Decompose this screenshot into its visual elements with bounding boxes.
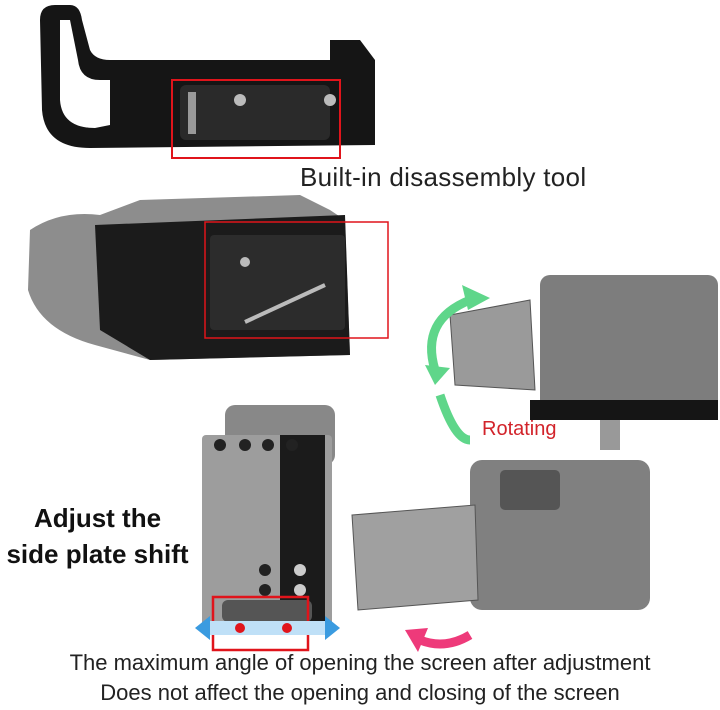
caption-disassembly-tool: Built-in disassembly tool	[300, 162, 587, 192]
open-arrow-icon	[405, 628, 473, 652]
camera-open-screen-photo	[351, 460, 650, 611]
caption-rotating: Rotating	[482, 418, 557, 440]
tool-highlight-box	[171, 79, 341, 159]
l-bracket-photo	[40, 5, 375, 148]
tool-in-use-highlight-box	[204, 221, 389, 339]
bottom-caption-line2: Does not affect the opening and closing …	[100, 680, 620, 705]
camera-with-bracket-photo	[28, 195, 350, 360]
camera-rotating-screen-photo	[449, 275, 718, 450]
bottom-caption-line1: The maximum angle of opening the screen …	[69, 650, 651, 675]
rotate-arrow-icon	[425, 285, 490, 445]
caption-shift-line1: Adjust the	[33, 503, 162, 533]
shift-arrows-icon	[195, 616, 340, 640]
caption-shift-line2: side plate shift	[6, 539, 189, 569]
side-plate-photo	[202, 405, 335, 635]
caption-side-plate-shift: Adjust the side plate shift	[0, 500, 195, 572]
